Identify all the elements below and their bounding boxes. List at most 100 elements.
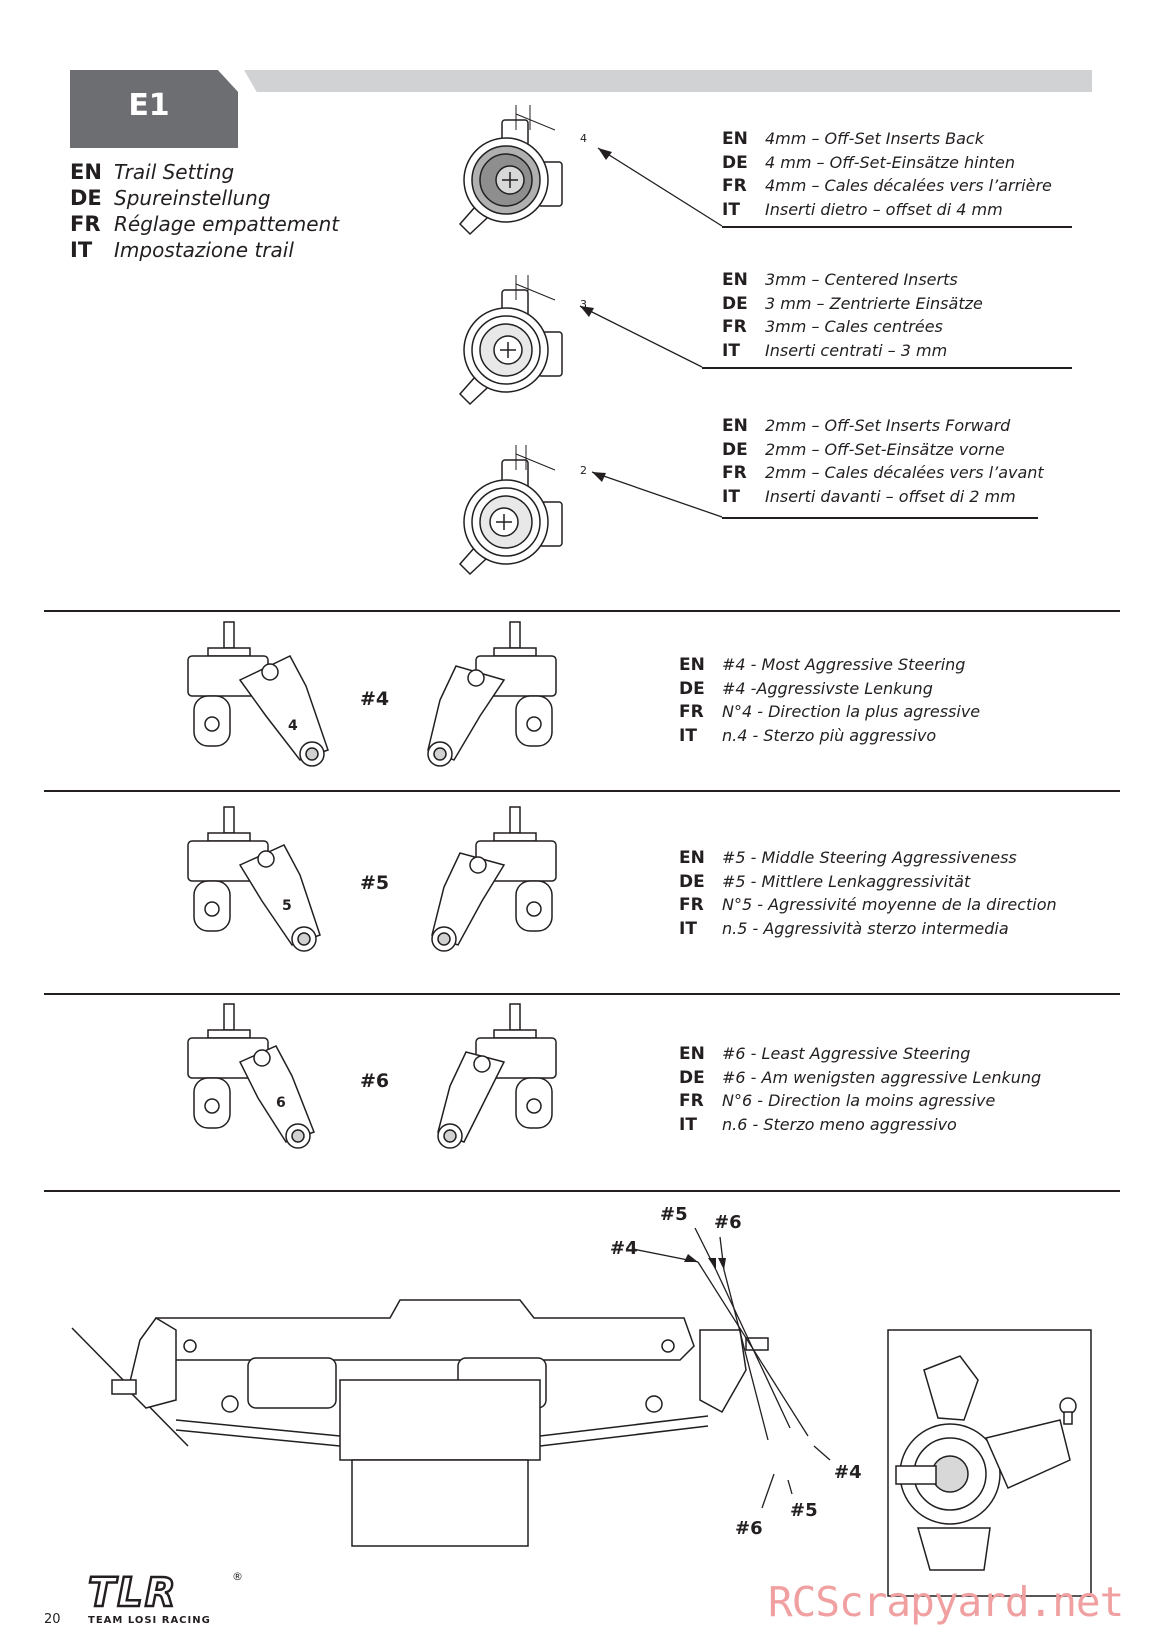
title-text: Impostazione trail [114,238,294,262]
lang-code: DE [722,152,748,173]
steering-text-6: EN#6 - Least Aggressive Steering DE#6 - … [679,1044,1041,1138]
steering-row: EN#4 - Most Aggressive Steering [679,655,980,679]
title-text: Spureinstellung [114,186,271,210]
steering-text: n.5 - Aggressività sterzo intermedia [722,918,1009,938]
steering-row: IT n.6 - Sterzo meno aggressivo [679,1115,1041,1139]
trail-diagram-2mm [458,445,563,576]
logo-registered: ® [232,1570,243,1583]
lang-code: FR [679,895,704,915]
trail-dim-2: 2 [580,464,587,477]
page-number: 20 [44,1612,61,1627]
assembly-callout: #6 [714,1212,742,1233]
lang-code: EN [679,848,705,868]
trail-text: 3mm – Cales centrées [765,317,943,336]
trail-text: Inserti davanti – offset di 2 mm [765,486,1016,506]
lang-code: EN [722,129,748,149]
section-divider [44,993,1120,995]
steering-text: #5 - Mittlere Lenkaggressivität [722,871,971,891]
steering-text: N°4 - Direction la plus agressive [722,702,981,721]
logo-mark: TLR [87,1569,178,1618]
trail-row: EN 3mm – Centered Inserts [722,270,983,294]
trail-diagram-4mm [458,105,563,236]
assembly-callout: #4 [610,1238,638,1259]
steering-arm-left-4 [187,621,329,767]
lang-code: IT [722,340,740,361]
trail-row: FR 4mm – Cales décalées vers l’arrière [722,176,1052,200]
steering-text: n.6 - Sterzo meno aggressivo [722,1114,957,1134]
steering-arm-mark: 4 [288,718,298,734]
steering-text: n.4 - Sterzo più aggressivo [722,725,937,745]
assembly-callout: #5 [660,1204,688,1225]
steering-text: N°5 - Agressivité moyenne de la directio… [722,895,1057,914]
steering-row: DE#4 -Aggressivste Lenkung [679,679,980,703]
lang-code: FR [722,176,747,196]
trail-underline [722,517,1038,519]
trail-text: 3mm – Centered Inserts [765,270,958,289]
lang-code: DE [722,293,748,314]
lang-code: EN [70,160,102,184]
lang-code: IT [722,199,740,220]
trail-text: Inserti centrati – 3 mm [765,340,948,360]
lang-code: EN [679,655,705,675]
lang-code: IT [70,238,93,262]
lang-code: EN [722,416,748,436]
steering-row: FR N°4 - Direction la plus agressive [679,702,980,726]
logo-subtitle: TEAM LOSI RACING [88,1615,211,1626]
trail-row: IT Inserti centrati – 3 mm [722,341,983,365]
title-text: Trail Setting [114,160,235,184]
steering-arm-right-5 [431,806,557,952]
lang-code: DE [679,1067,705,1088]
steering-arm-right-4 [427,621,557,767]
lang-code: EN [679,1044,705,1064]
title-row-it: IT Impostazione trail [70,238,339,264]
trail-row: EN 4mm – Off-Set Inserts Back [722,129,1052,153]
steering-arm-mark: 6 [276,1095,286,1111]
trail-underline [702,367,1072,369]
steering-arm-left-6 [187,1003,315,1149]
steering-arm-left-5 [187,806,321,952]
steering-position-label: #4 [360,688,390,710]
lang-code: IT [679,1114,697,1135]
assembly-callout: #5 [790,1500,818,1521]
steering-text: #6 - Least Aggressive Steering [722,1044,971,1063]
steering-position-label: #5 [360,872,390,894]
trail-text: 2mm – Off-Set-Einsätze vorne [765,439,1005,459]
trail-underline [722,226,1072,228]
section-divider [44,1190,1120,1192]
lang-code: IT [679,918,697,939]
assembly-callout: #4 [834,1462,862,1483]
steering-text: N°6 - Direction la moins agressive [722,1091,996,1110]
assembly-callout: #6 [735,1518,763,1539]
trail-row: FR 3mm – Cales centrées [722,317,983,341]
lang-code: FR [679,702,704,722]
title-row-en: EN Trail Setting [70,160,339,186]
tlr-logo: TLR ® TEAM LOSI RACING [82,1569,243,1628]
steering-text-4: EN#4 - Most Aggressive Steering DE#4 -Ag… [679,655,980,749]
trail-dim-3: 3 [580,298,587,311]
lang-code: EN [722,270,748,290]
steering-text-5: EN#5 - Middle Steering Aggressiveness DE… [679,848,1057,942]
lang-code: FR [722,317,747,337]
section-divider [44,790,1120,792]
trail-text: 4 mm – Off-Set-Einsätze hinten [765,152,1015,172]
steering-row: FR N°6 - Direction la moins agressive [679,1091,1041,1115]
trail-diagram-3mm [458,275,563,406]
trail-text: 4mm – Off-Set Inserts Back [765,129,984,148]
trail-text: 4mm – Cales décalées vers l’arrière [765,176,1052,195]
lang-code: FR [679,1091,704,1111]
lang-code: FR [722,463,747,483]
steering-text: #4 -Aggressivste Lenkung [722,678,933,698]
steering-arm-right-6 [437,1003,557,1149]
